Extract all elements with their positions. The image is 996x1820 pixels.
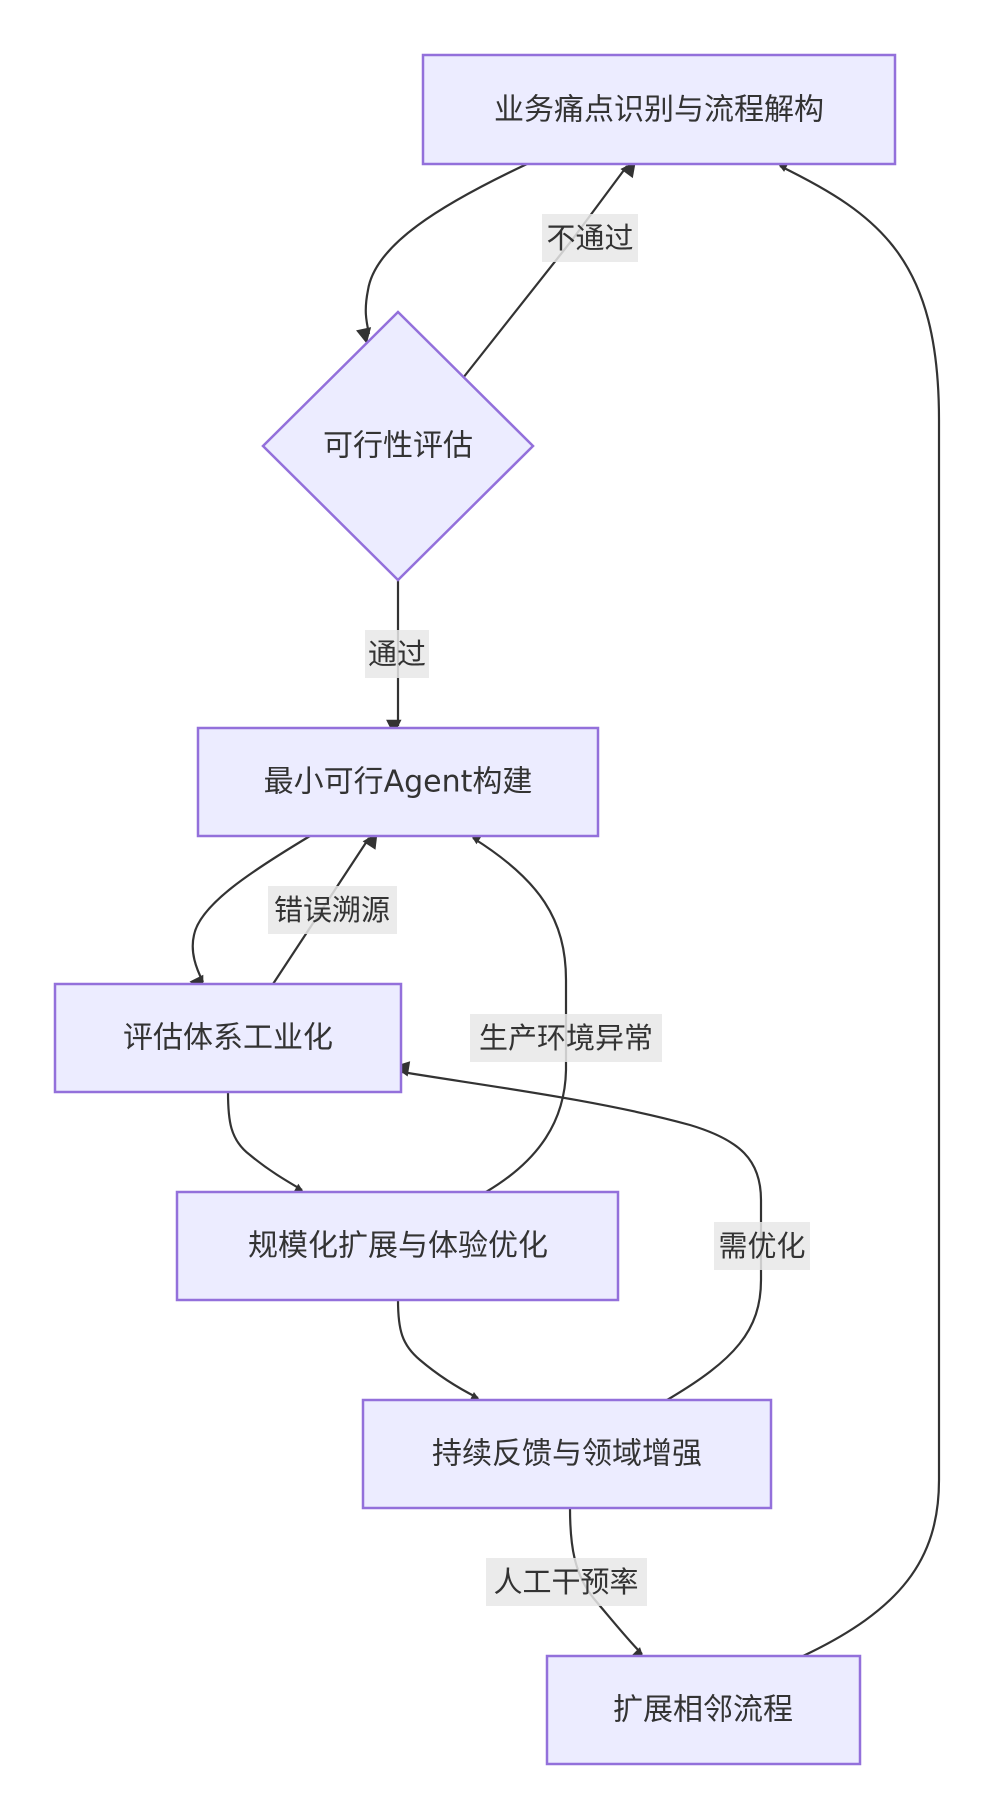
edge-labels: 不通过 通过 错误溯源 生产环境异常 需优化 人工干预率 xyxy=(268,214,810,1606)
node-label: 扩展相邻流程 xyxy=(613,1693,793,1728)
edge-scale-to-mvp xyxy=(467,829,568,1193)
edge-label-text: 需优化 xyxy=(718,1229,805,1263)
edge-label-text: 不通过 xyxy=(546,221,633,255)
node-mvp-agent[interactable]: 最小可行Agent构建 xyxy=(196,726,600,838)
edge-expand-to-pain-point xyxy=(773,158,941,1657)
nodes: 业务痛点识别与流程解构 可行性评估 最小可行Agent构建 评估体系工业化 规模… xyxy=(53,53,897,1766)
edge-label-pass: 通过 xyxy=(365,630,429,678)
node-label: 可行性评估 xyxy=(323,429,473,464)
node-feasibility-decision[interactable]: 可行性评估 xyxy=(261,310,535,582)
edge-label-text: 通过 xyxy=(368,637,426,671)
edge-label-text: 错误溯源 xyxy=(274,893,390,927)
node-feedback[interactable]: 持续反馈与领域增强 xyxy=(361,1398,773,1510)
edge-mvp-to-evaluation xyxy=(189,835,311,993)
edge-label-text: 生产环境异常 xyxy=(479,1021,653,1055)
node-expand[interactable]: 扩展相邻流程 xyxy=(545,1654,862,1766)
edge-label-not-pass: 不通过 xyxy=(542,214,638,262)
node-evaluation[interactable]: 评估体系工业化 xyxy=(53,982,403,1094)
edge-label-human-intervention-rate: 人工干预率 xyxy=(486,1558,647,1606)
edge-label-text: 人工干预率 xyxy=(493,1565,638,1599)
edge-label-error-trace: 错误溯源 xyxy=(268,886,397,934)
edge-label-production-anomaly: 生产环境异常 xyxy=(470,1014,662,1062)
node-label: 业务痛点识别与流程解构 xyxy=(494,93,824,128)
node-label: 规模化扩展与体验优化 xyxy=(248,1229,548,1264)
edge-feedback-to-evaluation xyxy=(393,1061,763,1401)
edge-feasibility-to-pain-point xyxy=(462,161,636,379)
node-label: 评估体系工业化 xyxy=(123,1021,333,1056)
node-scale-up[interactable]: 规模化扩展与体验优化 xyxy=(175,1190,620,1302)
node-label: 最小可行Agent构建 xyxy=(264,765,533,800)
edge-scale-to-feedback xyxy=(396,1299,485,1406)
node-label: 持续反馈与领域增强 xyxy=(432,1437,702,1472)
edge-evaluation-to-scale xyxy=(226,1091,308,1199)
edge-pain-point-to-feasibility xyxy=(356,163,528,344)
edge-label-needs-optimization: 需优化 xyxy=(714,1222,810,1270)
node-pain-point[interactable]: 业务痛点识别与流程解构 xyxy=(421,53,897,166)
